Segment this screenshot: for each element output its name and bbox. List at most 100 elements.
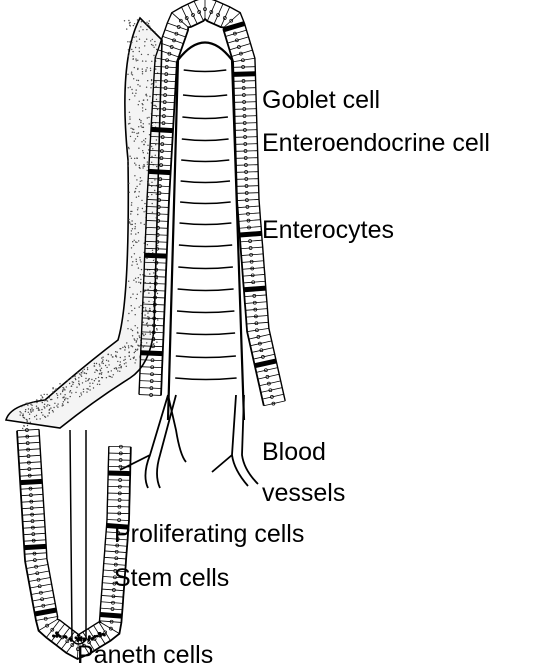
villus-cell-cell-wall (214, 4, 223, 24)
stroma-dot (130, 359, 131, 360)
stroma-dot (147, 326, 148, 327)
stroma-dot (149, 20, 150, 21)
stroma-dot (48, 412, 49, 413)
stroma-dot (113, 374, 114, 375)
stroma-dot (111, 354, 112, 355)
villus-cell-cell-wall (188, 4, 198, 24)
villus-cell-cell-wall (165, 30, 186, 37)
villus-cell-cell-wall (236, 165, 258, 166)
crypt-cell-cell-wall (109, 460, 131, 461)
stroma-dot (137, 327, 138, 328)
stroma-dot (139, 101, 140, 102)
stroma-dot (49, 409, 50, 410)
stroma-dot (145, 69, 146, 70)
stroma-dot (133, 280, 134, 281)
stroma-dot (148, 301, 149, 302)
stroma-dot (83, 389, 84, 390)
villus-cell-goblet-cell (149, 171, 171, 172)
stroma-dot (153, 301, 154, 302)
stroma-dot (156, 194, 157, 195)
stroma-dot (149, 308, 150, 309)
villus-cell-cell-wall (229, 44, 250, 50)
stroma-dot (146, 39, 147, 40)
stroma-dot (136, 341, 137, 342)
stroma-dot (101, 368, 102, 369)
villus-cell-cell-wall (221, 7, 230, 27)
stroma-dot (27, 405, 28, 406)
stroma-dot (50, 407, 51, 408)
stroma-dot (132, 93, 133, 94)
stroma-dot (151, 146, 152, 147)
stroma-dot (155, 144, 156, 145)
stroma-dot (57, 407, 58, 408)
stroma-dot (143, 100, 144, 101)
stroma-dot (147, 312, 148, 313)
stroma-dot (150, 333, 151, 334)
stroma-dot (23, 415, 24, 416)
stroma-dot (140, 120, 141, 121)
stroma-dot (156, 166, 157, 167)
stroma-dot (154, 41, 155, 42)
villus-cell-cell-wall (235, 144, 257, 145)
stroma-dot (55, 388, 56, 389)
stroma-dot (131, 73, 132, 74)
stroma-dot (130, 211, 131, 212)
stroma-dot (155, 105, 156, 106)
villus-cell-cell-wall (236, 158, 258, 159)
stroma-dot (156, 139, 157, 140)
villus-cell-goblet-cell (145, 255, 167, 256)
stroma-dot (57, 397, 58, 398)
stroma-dot (129, 41, 130, 42)
stroma-dot (131, 265, 132, 266)
stroma-dot (130, 128, 131, 129)
stroma-dot (132, 228, 133, 229)
stroma-dot (134, 163, 135, 164)
paneth-granule (57, 634, 60, 637)
stroma-dot (136, 41, 137, 42)
stroma-dot (135, 138, 136, 139)
stroma-dot (142, 103, 143, 104)
stroma-dot (117, 361, 118, 362)
lacteal-cell-wall (177, 311, 234, 313)
villus-cell-goblet-cell (255, 361, 276, 366)
stroma-dot (32, 410, 33, 411)
stroma-dot (154, 190, 155, 191)
stroma-dot (137, 345, 138, 346)
stroma-dot (142, 208, 143, 209)
crypt-cell-goblet-cell (100, 614, 122, 616)
stroma-dot (106, 360, 107, 361)
stroma-dot (147, 170, 148, 171)
stroma-dot (119, 371, 120, 372)
lacteal-cell-wall (182, 139, 229, 141)
stroma-dot (139, 337, 140, 338)
stroma-dot (143, 152, 144, 153)
stroma-dot (73, 382, 74, 383)
stroma-dot (129, 118, 130, 119)
stroma-dot (155, 81, 156, 82)
stroma-dot (139, 47, 140, 48)
stroma-dot (38, 407, 39, 408)
stroma-dot (129, 351, 130, 352)
stroma-dot (136, 89, 137, 90)
stroma-dot (41, 412, 42, 413)
stroma-dot (152, 342, 153, 343)
stroma-dot (20, 414, 21, 415)
stroma-dot (141, 21, 142, 22)
stroma-dot (78, 377, 79, 378)
stroma-dot (49, 397, 50, 398)
stroma-dot (28, 408, 29, 409)
stroma-dot (45, 417, 46, 418)
stroma-dot (135, 359, 136, 360)
stroma-dot (30, 422, 31, 423)
villus-cell-cell-wall (256, 368, 277, 373)
paneth-cells-label: Paneth cells (77, 643, 213, 668)
stroma-dot (75, 392, 76, 393)
stroma-dot (141, 127, 142, 128)
stroma-dot (136, 261, 137, 262)
stroma-dot (139, 85, 140, 86)
stroma-dot (47, 404, 48, 405)
stroma-dot (142, 333, 143, 334)
stroma-dot (131, 310, 132, 311)
stroma-dot (151, 80, 152, 81)
stroma-dot (150, 70, 151, 71)
